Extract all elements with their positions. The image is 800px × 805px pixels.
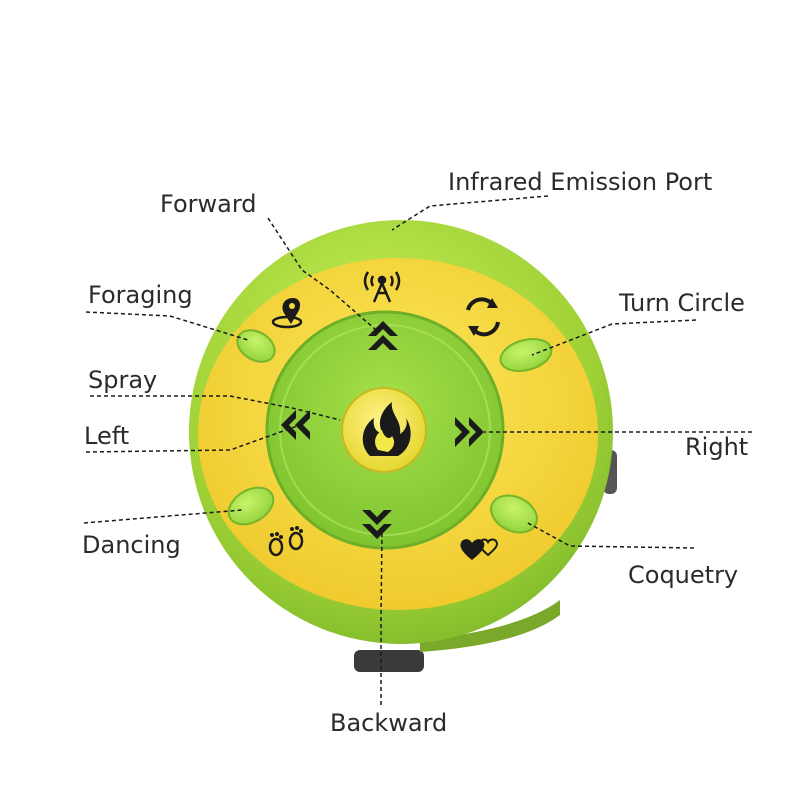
label-backward: Backward <box>330 711 447 735</box>
label-foraging: Foraging <box>88 283 193 307</box>
label-forward: Forward <box>160 192 257 216</box>
label-spray: Spray <box>88 368 157 392</box>
label-left: Left <box>84 424 129 448</box>
label-turn-circle: Turn Circle <box>619 291 745 315</box>
label-coquetry: Coquetry <box>628 563 738 587</box>
bottom-port <box>354 650 424 672</box>
label-right: Right <box>685 435 748 459</box>
label-infrared-emission-port: Infrared Emission Port <box>448 170 712 194</box>
label-dancing: Dancing <box>82 533 181 557</box>
